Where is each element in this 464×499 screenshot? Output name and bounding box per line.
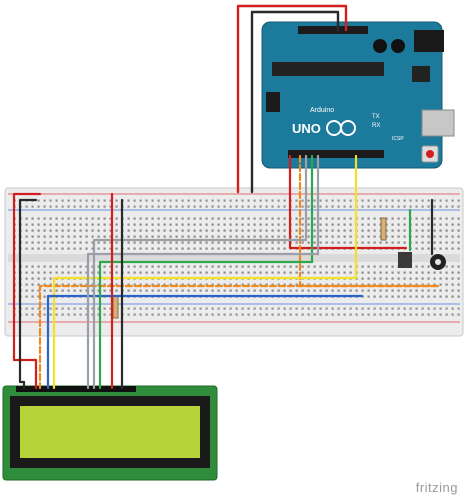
lower-terminal-holes — [10, 264, 460, 300]
capacitor-1 — [373, 39, 387, 53]
resistor-left — [112, 295, 119, 319]
potentiometer[interactable] — [430, 254, 446, 270]
wire-red-lcd-vcc — [12, 192, 42, 390]
usb-port — [421, 109, 455, 137]
wire-gray-lcd-2 — [86, 252, 320, 390]
wires — [12, 4, 440, 390]
board-model-label: UNO — [292, 121, 321, 136]
lcd-screen — [20, 406, 200, 458]
tx-label: TX — [372, 114, 380, 120]
reset-button-cap — [426, 150, 434, 158]
regulator — [412, 66, 430, 82]
icsp-header — [266, 92, 280, 112]
resistor-right — [380, 217, 387, 241]
wire-green-lcd — [98, 260, 314, 390]
board-maker-label: Arduino — [310, 107, 334, 114]
pushbutton[interactable] — [398, 252, 412, 268]
arduino-uno-board: UNO Arduino TX RX ICSP — [261, 21, 455, 169]
wire-red-5v — [236, 4, 348, 194]
icsp-label: ICSP — [392, 136, 404, 142]
arduino-logo-right — [340, 120, 356, 136]
wire-black-gnd — [250, 10, 340, 194]
top-rail-holes — [10, 196, 460, 208]
wire-orange-lcd — [38, 284, 440, 390]
fritzing-watermark: fritzing — [415, 480, 458, 495]
digital-header — [288, 150, 384, 158]
wire-red-digital — [288, 154, 408, 250]
wire-black-lcd-gnd — [18, 198, 38, 390]
center-channel — [8, 254, 460, 262]
lcd-pin-header — [16, 386, 136, 392]
capacitor-2 — [391, 39, 405, 53]
dc-jack — [414, 30, 444, 52]
bottom-rail-holes — [10, 307, 460, 319]
power-header — [298, 26, 368, 34]
upper-terminal-holes — [10, 214, 460, 250]
wire-gray-lcd-1 — [92, 238, 308, 390]
wire-yellow-lcd — [52, 276, 358, 390]
lcd-module — [2, 385, 218, 481]
microcontroller-chip — [272, 62, 384, 76]
arduino-pcb — [261, 21, 443, 169]
wire-blue-lcd — [46, 294, 364, 390]
rx-label: RX — [372, 123, 380, 129]
